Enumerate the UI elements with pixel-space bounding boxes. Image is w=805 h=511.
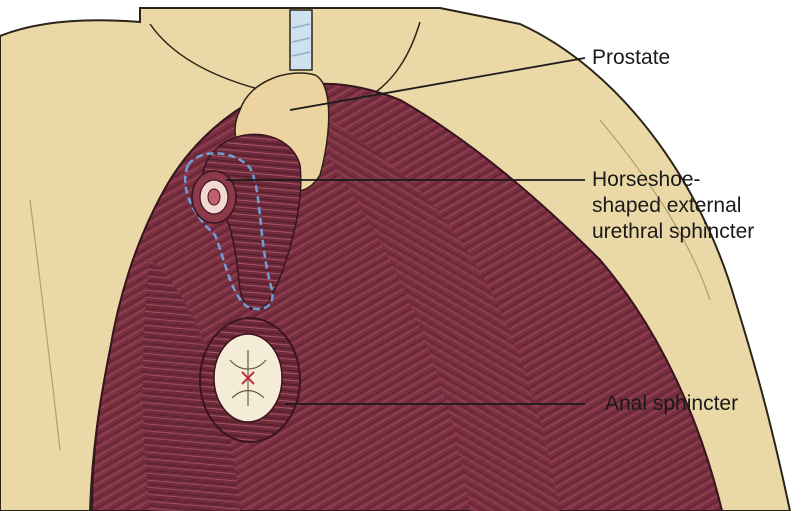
label-urethral-sphincter-line3: urethral sphincter xyxy=(592,220,754,243)
label-prostate: Prostate xyxy=(592,46,670,69)
label-urethral-sphincter-line2: shaped external xyxy=(592,194,741,217)
leader-lines xyxy=(226,57,586,405)
urethra xyxy=(289,9,313,71)
anal-sphincter xyxy=(199,317,301,443)
external-urethral-sphincter xyxy=(183,133,302,311)
label-urethral-sphincter-line1: Horseshoe- xyxy=(592,168,701,191)
label-anal-sphincter: Anal sphincter xyxy=(605,392,738,415)
